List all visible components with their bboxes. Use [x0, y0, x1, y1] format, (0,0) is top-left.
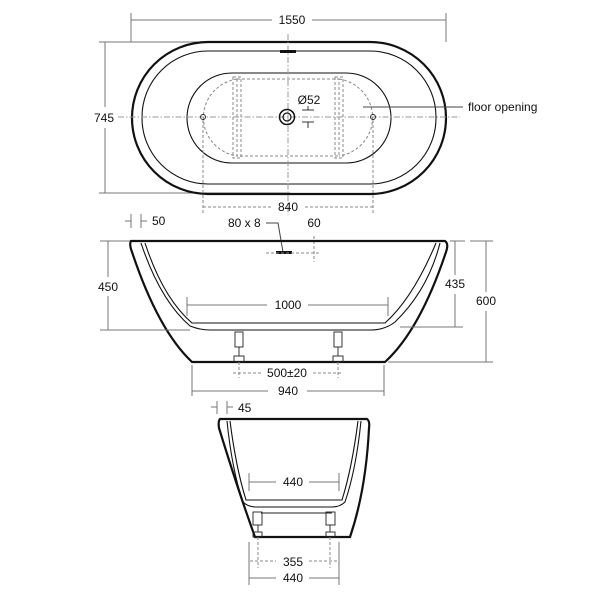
label-base-width-inner: 440: [283, 475, 303, 489]
dim-overall-width: 745: [94, 41, 290, 194]
label-overall-length: 1550: [279, 13, 306, 27]
label-overflow-offset: 60: [307, 216, 321, 230]
label-leg-spacing-length: 840: [278, 200, 298, 214]
label-base-length: 940: [278, 384, 298, 398]
bath-side-outline: [129, 239, 449, 364]
overflow-slot: [280, 50, 296, 53]
bath-end-outline: [217, 417, 371, 539]
waste-outlet-icon: [278, 108, 296, 126]
leg-left: [233, 331, 245, 363]
bath-end-inner: [226, 420, 362, 508]
label-overall-height: 600: [476, 294, 496, 308]
label-floor-opening: floor opening: [468, 100, 537, 114]
side-view: 50 80 x 8 60 450: [98, 214, 496, 398]
dim-overall-length: 1550: [130, 13, 447, 42]
bath-basin: [186, 72, 392, 164]
label-depth-outer: 450: [98, 280, 118, 294]
leg-marker: [370, 114, 376, 120]
label-leg-spacing: 500±20: [267, 366, 307, 380]
label-base-width: 440: [283, 571, 303, 585]
label-depth-inner: 435: [445, 277, 465, 291]
end-leg-right: [325, 511, 336, 538]
bath-outer-rim: [130, 40, 448, 196]
label-end-rim-thickness: 45: [238, 401, 252, 415]
label-base-length-inner: 1000: [275, 298, 302, 312]
label-rim-thickness: 50: [152, 214, 166, 228]
leg-right: [332, 331, 344, 363]
plan-view: 1550 745 Ø52: [94, 13, 537, 215]
end-view: 45 440 355 440: [211, 401, 371, 585]
label-waste-diameter: Ø52: [298, 93, 321, 107]
label-overall-width: 745: [94, 111, 114, 125]
dim-leg-spacing-length: 840: [202, 120, 374, 214]
label-overflow-size: 80 x 8: [228, 216, 261, 230]
leg-marker: [200, 114, 206, 120]
bath-side-inner: [140, 242, 441, 331]
label-end-leg-spacing: 355: [283, 555, 303, 569]
